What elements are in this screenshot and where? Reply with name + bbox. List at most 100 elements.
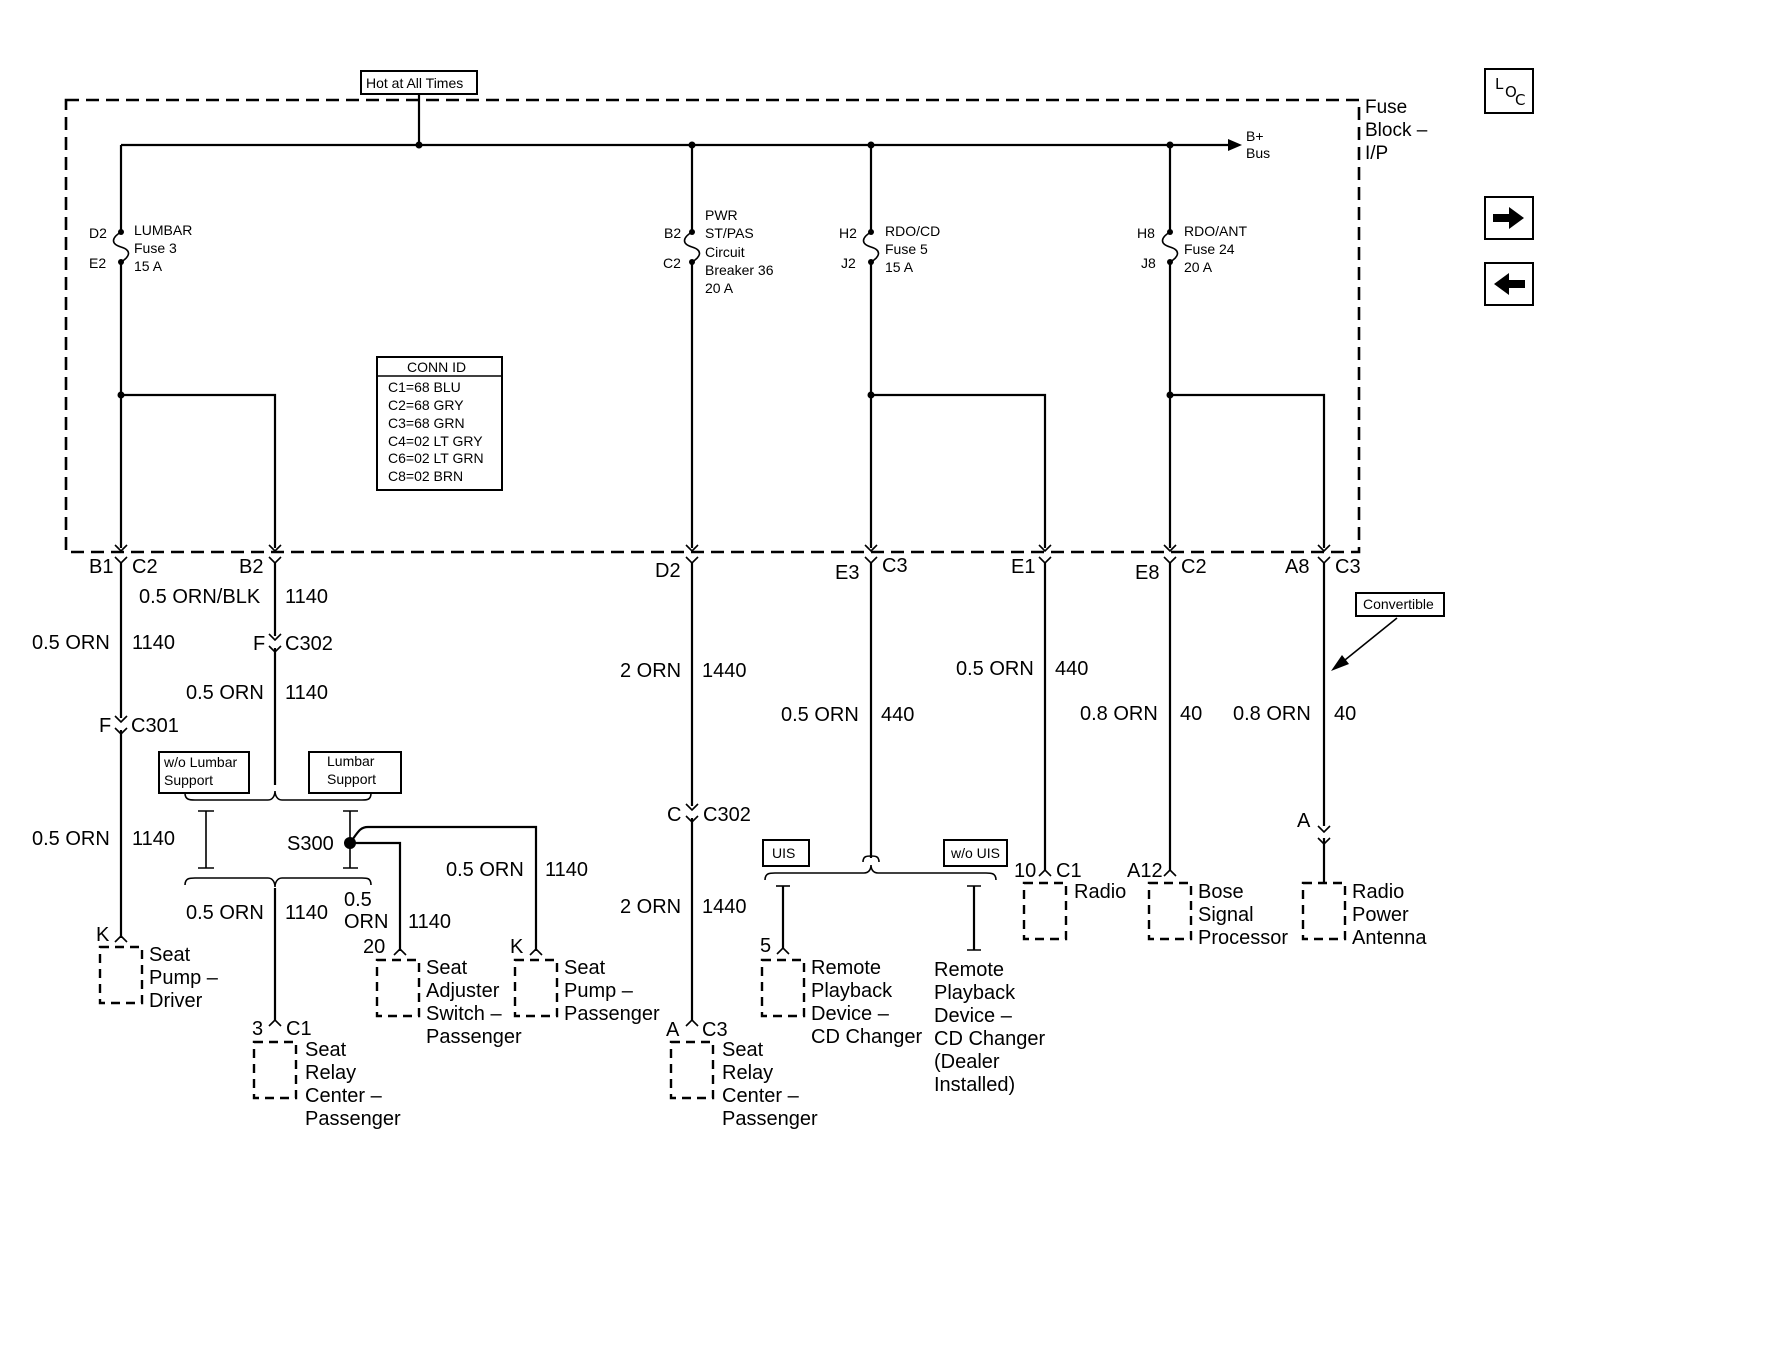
- fuse-pin: D2: [89, 225, 107, 241]
- wire-color: ORN: [344, 911, 388, 933]
- wire-circuit: 1440: [702, 660, 747, 682]
- fuse-label: 15 A: [134, 258, 163, 274]
- wire-color: 0.5 ORN: [186, 902, 264, 924]
- component-label: Power: [1352, 904, 1409, 926]
- wire-color: 0.8 ORN: [1233, 703, 1311, 725]
- component-label: Radio: [1352, 881, 1404, 903]
- component-label: CD Changer: [811, 1026, 923, 1048]
- wire-color: 2 ORN: [620, 660, 681, 682]
- component-conn: C1: [286, 1018, 312, 1040]
- component-label: Remote: [934, 959, 1004, 981]
- component-label: (Dealer: [934, 1051, 1000, 1073]
- terminal-conn: C2: [132, 556, 158, 578]
- bplus-bus-label-2: Bus: [1246, 145, 1270, 161]
- component-label: Remote: [811, 957, 881, 979]
- component-pin: 10: [1014, 860, 1036, 882]
- option-wo-uis: w/o UIS: [950, 845, 1000, 861]
- convertible-pointer-arrow: [1331, 655, 1349, 671]
- inline-connector-pin: F: [253, 633, 265, 655]
- inline-connector-pin: C: [667, 804, 681, 826]
- radio-power-antenna-box: [1301, 881, 1347, 941]
- bplus-bus-label: B+: [1246, 128, 1264, 144]
- loc-button[interactable]: L O C: [1484, 68, 1534, 114]
- component-label: Center –: [722, 1085, 800, 1107]
- component-label: Seat: [305, 1039, 347, 1061]
- fuse-label: Fuse 24: [1184, 241, 1235, 257]
- wire-color: 0.5: [344, 889, 372, 911]
- component-label: Device –: [934, 1005, 1013, 1027]
- option-convertible: Convertible: [1363, 596, 1434, 612]
- terminal-pin: E1: [1011, 556, 1035, 578]
- component-label: Center –: [305, 1085, 383, 1107]
- terminal-pin: E3: [835, 562, 859, 584]
- fuse-label: Fuse 5: [885, 241, 928, 257]
- wire-circuit: 40: [1334, 703, 1356, 725]
- arrow-right-icon: [1493, 207, 1524, 229]
- terminal-pin: A8: [1285, 556, 1309, 578]
- wire-circuit: 1140: [408, 911, 451, 933]
- wire-color: 0.8 ORN: [1080, 703, 1158, 725]
- component-label: Adjuster: [426, 980, 500, 1002]
- component-label: Seat: [426, 957, 468, 979]
- fuse-label: Circuit: [705, 244, 745, 260]
- fuse-label: 20 A: [705, 280, 734, 296]
- wiring-diagram: Hot at All Times Fuse Block – I/P B+ Bus…: [32, 70, 1445, 1130]
- component-label: Pump –: [149, 967, 219, 989]
- wire-color: 0.5 ORN: [186, 682, 264, 704]
- fuse-block-boundary: [64, 98, 1361, 554]
- wire-circuit: 1140: [132, 828, 175, 850]
- wire-circuit: 440: [1055, 658, 1088, 680]
- component-label: Seat: [722, 1039, 764, 1061]
- fuse-label: 15 A: [885, 259, 914, 275]
- svg-text:C3=68 GRN: C3=68 GRN: [388, 415, 465, 431]
- component-pin: A: [666, 1019, 680, 1041]
- terminal-pin: E8: [1135, 562, 1159, 584]
- arrow-left-icon: [1494, 273, 1525, 295]
- component-label: Passenger: [426, 1026, 522, 1048]
- seat-relay-center-c3-box: [669, 1040, 715, 1100]
- fuse-label: 20 A: [1184, 259, 1213, 275]
- fuse-label: PWR: [705, 207, 738, 223]
- inline-connector-pin: F: [99, 715, 111, 737]
- seat-relay-center-c1-box: [252, 1040, 298, 1100]
- option-wo-lumbar-2: Support: [164, 772, 213, 788]
- seat-pump-passenger-box: [513, 958, 559, 1018]
- terminal-pin: B2: [239, 556, 263, 578]
- component-pin: K: [96, 924, 110, 946]
- svg-text:C6=02 LT GRN: C6=02 LT GRN: [388, 450, 484, 466]
- fuse-symbol-lumbar: [112, 229, 130, 265]
- option-lumbar-2: Support: [327, 771, 376, 787]
- next-page-button[interactable]: [1484, 196, 1534, 240]
- wire-color: 0.5 ORN: [956, 658, 1034, 680]
- wire-circuit: 1440: [702, 896, 747, 918]
- component-label: Bose: [1198, 881, 1244, 903]
- component-label: Device –: [811, 1003, 890, 1025]
- option-uis: UIS: [772, 845, 795, 861]
- loc-letter: C: [1515, 91, 1526, 109]
- svg-text:C4=02 LT GRY: C4=02 LT GRY: [388, 433, 483, 449]
- terminal-conn: C3: [1335, 556, 1361, 578]
- component-label: Playback: [934, 982, 1016, 1004]
- wire-circuit: 1140: [285, 902, 328, 924]
- fuse-label: RDO/CD: [885, 223, 940, 239]
- component-label: Passenger: [564, 1003, 660, 1025]
- radio-box: [1022, 881, 1068, 941]
- fuse-pin: E2: [89, 255, 106, 271]
- component-conn: C3: [702, 1019, 728, 1041]
- fuse-pin: B2: [664, 225, 681, 241]
- bus-arrow: [1228, 139, 1242, 151]
- hot-at-all-times-label: Hot at All Times: [366, 75, 463, 91]
- inline-connector-pin: A: [1297, 810, 1311, 832]
- component-label: Passenger: [722, 1108, 818, 1130]
- fuse-pin: H2: [839, 225, 857, 241]
- fuse-block-title-3: I/P: [1365, 143, 1388, 164]
- remote-playback-device-box: [760, 958, 806, 1018]
- fuse-block-title-2: Block –: [1365, 120, 1428, 141]
- wire-circuit: 1140: [285, 682, 328, 704]
- prev-page-button[interactable]: [1484, 262, 1534, 306]
- component-label: Seat: [149, 944, 191, 966]
- component-pin: 3: [252, 1018, 263, 1040]
- component-label: Radio: [1074, 881, 1126, 903]
- fuse-label: Breaker 36: [705, 262, 774, 278]
- fuse-label: Fuse 3: [134, 240, 177, 256]
